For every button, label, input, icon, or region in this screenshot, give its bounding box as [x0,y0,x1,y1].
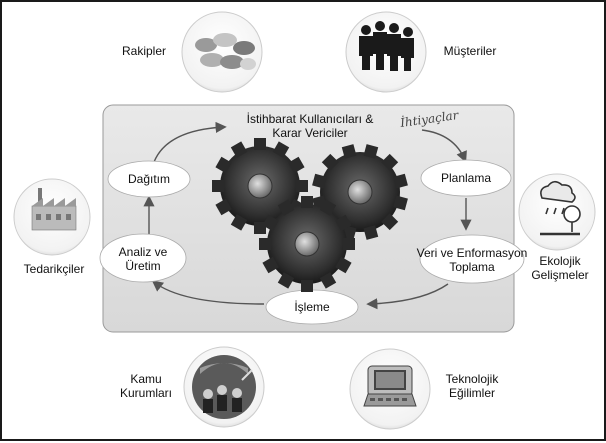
handheld-device-icon [363,365,417,407]
stage-analysis-line-1: Analiz ve [118,245,168,259]
stage-processing: İşleme [294,300,330,314]
ellipse-dissemination [107,160,191,198]
stage-collection-line-1: Veri ve Enformasyon [416,246,528,260]
label-technology-line-1: Teknolojik [445,372,499,386]
factory-icon [31,188,77,231]
circle-ecological [518,173,596,251]
crowd-icon [192,355,256,419]
label-government: Kamu Kurumları [110,372,182,401]
label-suppliers: Tedarikçiler [23,262,85,276]
ellipse-analysis [99,233,187,283]
stage-analysis-line-2: Üretim [125,259,161,274]
label-competitors: Rakipler [121,44,166,58]
label-ecological-line-2: Gelişmeler [531,268,589,283]
label-technology: Teknolojik Eğilimler [430,372,514,401]
stage-analysis: Analiz ve Üretim [100,245,186,274]
center-title-line-2: Karar Vericiler [272,126,348,141]
stage-planning: Planlama [440,171,492,185]
label-customers: Müşteriler [443,44,497,58]
people-silhouettes-icon [359,21,414,71]
circle-competitors [181,11,263,93]
stones-icon [195,33,256,70]
cycle-arrows [143,121,472,310]
label-government-line-1: Kamu [130,372,162,386]
ellipse-planning [420,159,512,197]
stage-collection-line-2: Toplama [449,260,495,275]
gears-icon [212,138,408,292]
ellipse-collection [419,234,525,284]
label-government-line-2: Kurumları [119,386,172,401]
label-technology-line-2: Eğilimler [448,386,495,401]
label-ecological-line-1: Ekolojik [539,254,581,268]
stage-collection: Veri ve Enformasyon Toplama [412,246,532,275]
stage-dissemination: Dağıtım [127,172,170,186]
center-title-line-1: İstihbarat Kullanıcıları & [246,112,374,126]
center-title: İstihbarat Kullanıcıları & Karar Vericil… [220,112,400,141]
label-ecological: Ekolojik Gelişmeler [520,254,600,283]
tree-rain-icon [540,180,581,236]
